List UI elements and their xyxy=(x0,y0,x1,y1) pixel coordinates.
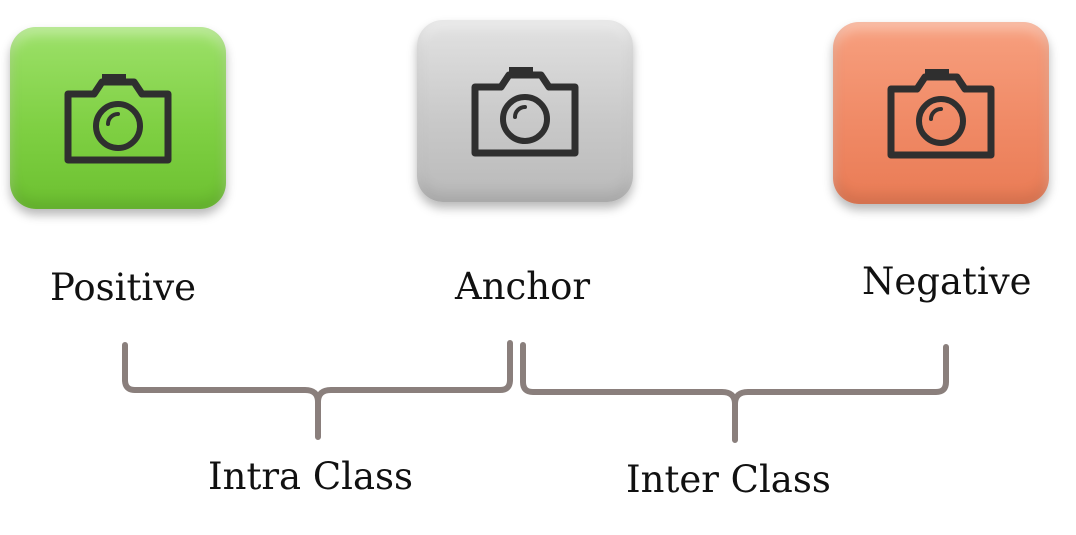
camera-icon xyxy=(471,67,579,157)
intra-class-brace xyxy=(122,340,513,440)
negative-label: Negative xyxy=(862,260,1032,303)
negative-image-tile xyxy=(833,22,1049,204)
inter-class-brace xyxy=(520,342,949,443)
intra-class-label: Intra Class xyxy=(208,455,413,498)
anchor-image-tile xyxy=(417,20,633,202)
camera-icon xyxy=(887,69,995,159)
inter-class-label: Inter Class xyxy=(626,458,831,501)
positive-image-tile xyxy=(10,27,226,209)
anchor-label: Anchor xyxy=(455,265,591,308)
positive-label: Positive xyxy=(50,266,196,309)
camera-icon xyxy=(64,74,172,164)
